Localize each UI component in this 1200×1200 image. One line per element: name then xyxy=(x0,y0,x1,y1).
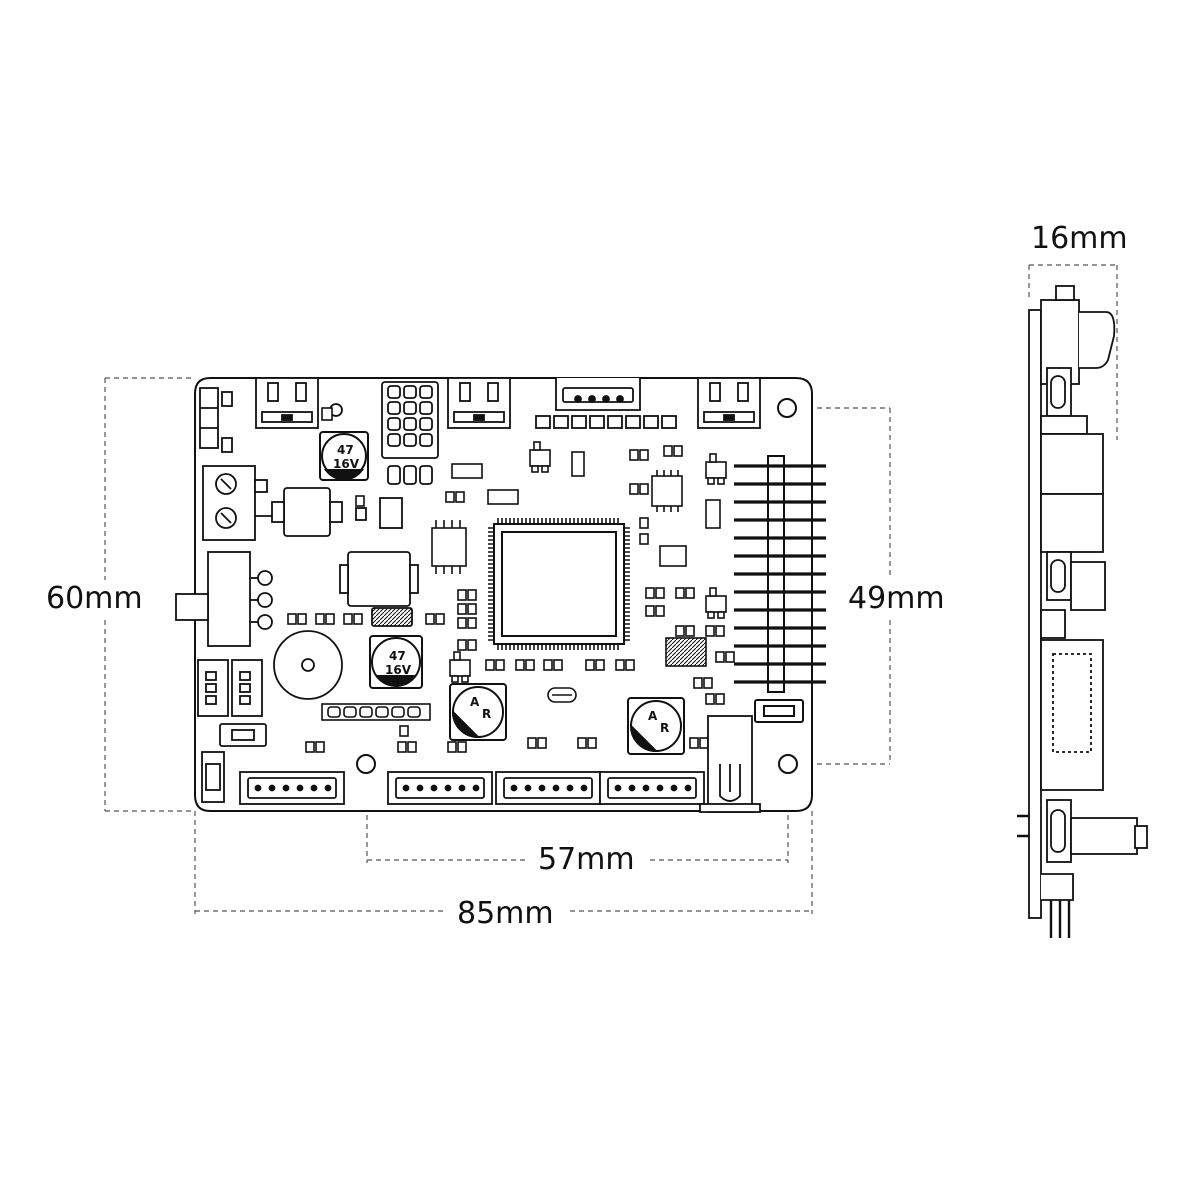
micro-usb-bottom xyxy=(699,715,761,813)
capacitor-lower-left xyxy=(449,683,507,741)
capacitor-mid-value: 47 xyxy=(389,649,406,663)
left-components xyxy=(175,387,419,803)
dimension-mounting-horizontal: 57mm xyxy=(532,843,641,877)
voltage-regulator xyxy=(175,551,273,647)
dimension-board-height: 60mm xyxy=(40,582,149,616)
top-header-connector xyxy=(555,378,641,411)
led-row-bottom xyxy=(321,703,431,721)
crystal-resistor xyxy=(371,607,413,627)
bottom-connector-3 xyxy=(495,771,601,805)
small-header-1 xyxy=(197,659,229,717)
capacitor-right-value: A xyxy=(648,709,658,723)
pcb-side-view xyxy=(1017,285,1148,938)
jumper-pin-grid xyxy=(381,381,439,485)
resistor-pairs xyxy=(287,407,735,753)
top-connectors xyxy=(221,377,761,485)
soic-chip xyxy=(431,520,467,574)
capacitor-top xyxy=(319,431,369,481)
left-led-stack xyxy=(199,387,219,449)
dimension-board-width: 85mm xyxy=(451,897,560,931)
top-smd-row xyxy=(535,415,677,429)
capacitor-lower-right xyxy=(627,697,685,755)
capacitor-left-value: A xyxy=(470,695,480,709)
usb-connector-3 xyxy=(697,377,761,429)
dimension-mounting-vertical: 49mm xyxy=(842,582,951,616)
sot-left xyxy=(529,441,551,473)
side-pcb xyxy=(1028,309,1042,919)
capacitor-right-sub: R xyxy=(660,721,669,735)
side-component-3 xyxy=(1046,799,1072,863)
sot-top-right xyxy=(705,453,727,485)
crystal-oscillator-bottom xyxy=(547,687,577,703)
inductor-center xyxy=(339,551,419,607)
capacitor-mid xyxy=(369,635,423,689)
capacitor-mid-voltage: 16V xyxy=(385,663,412,677)
capacitor-left-sub: R xyxy=(482,707,491,721)
bottom-left-vertical-part xyxy=(201,751,225,803)
smd-components xyxy=(287,407,735,753)
mounting-hole-bottom-right xyxy=(778,754,798,774)
dimension-side-thickness: 16mm xyxy=(1025,222,1134,256)
bottom-connector-4 xyxy=(599,771,705,805)
mcu-chip xyxy=(488,518,630,650)
sot-mid-right xyxy=(705,587,727,619)
bottom-connectors xyxy=(239,715,761,813)
capacitor-labels: 47 16V 47 16V A R A R xyxy=(333,443,669,735)
side-component-1 xyxy=(1046,367,1072,417)
crystal-small xyxy=(665,637,707,667)
sot-lower xyxy=(449,651,471,683)
mounting-hole-top-right xyxy=(777,398,797,418)
side-component-2 xyxy=(1046,551,1072,601)
bottom-connector-2 xyxy=(387,771,493,805)
bottom-connector-1 xyxy=(239,771,345,805)
capacitor-top-value: 47 xyxy=(337,443,354,457)
right-pin-header xyxy=(734,455,826,723)
buzzer xyxy=(273,630,343,700)
inductor-left xyxy=(271,487,343,537)
electrolytic-capacitors xyxy=(319,431,685,755)
usb-connector-1 xyxy=(255,377,319,429)
mounting-hole-bottom-left xyxy=(356,754,376,774)
small-header-2 xyxy=(231,659,263,717)
capacitor-top-voltage: 16V xyxy=(333,457,360,471)
small-qfn xyxy=(651,470,683,512)
usb-connector-2 xyxy=(447,377,511,429)
dimension-lines xyxy=(104,264,1118,914)
